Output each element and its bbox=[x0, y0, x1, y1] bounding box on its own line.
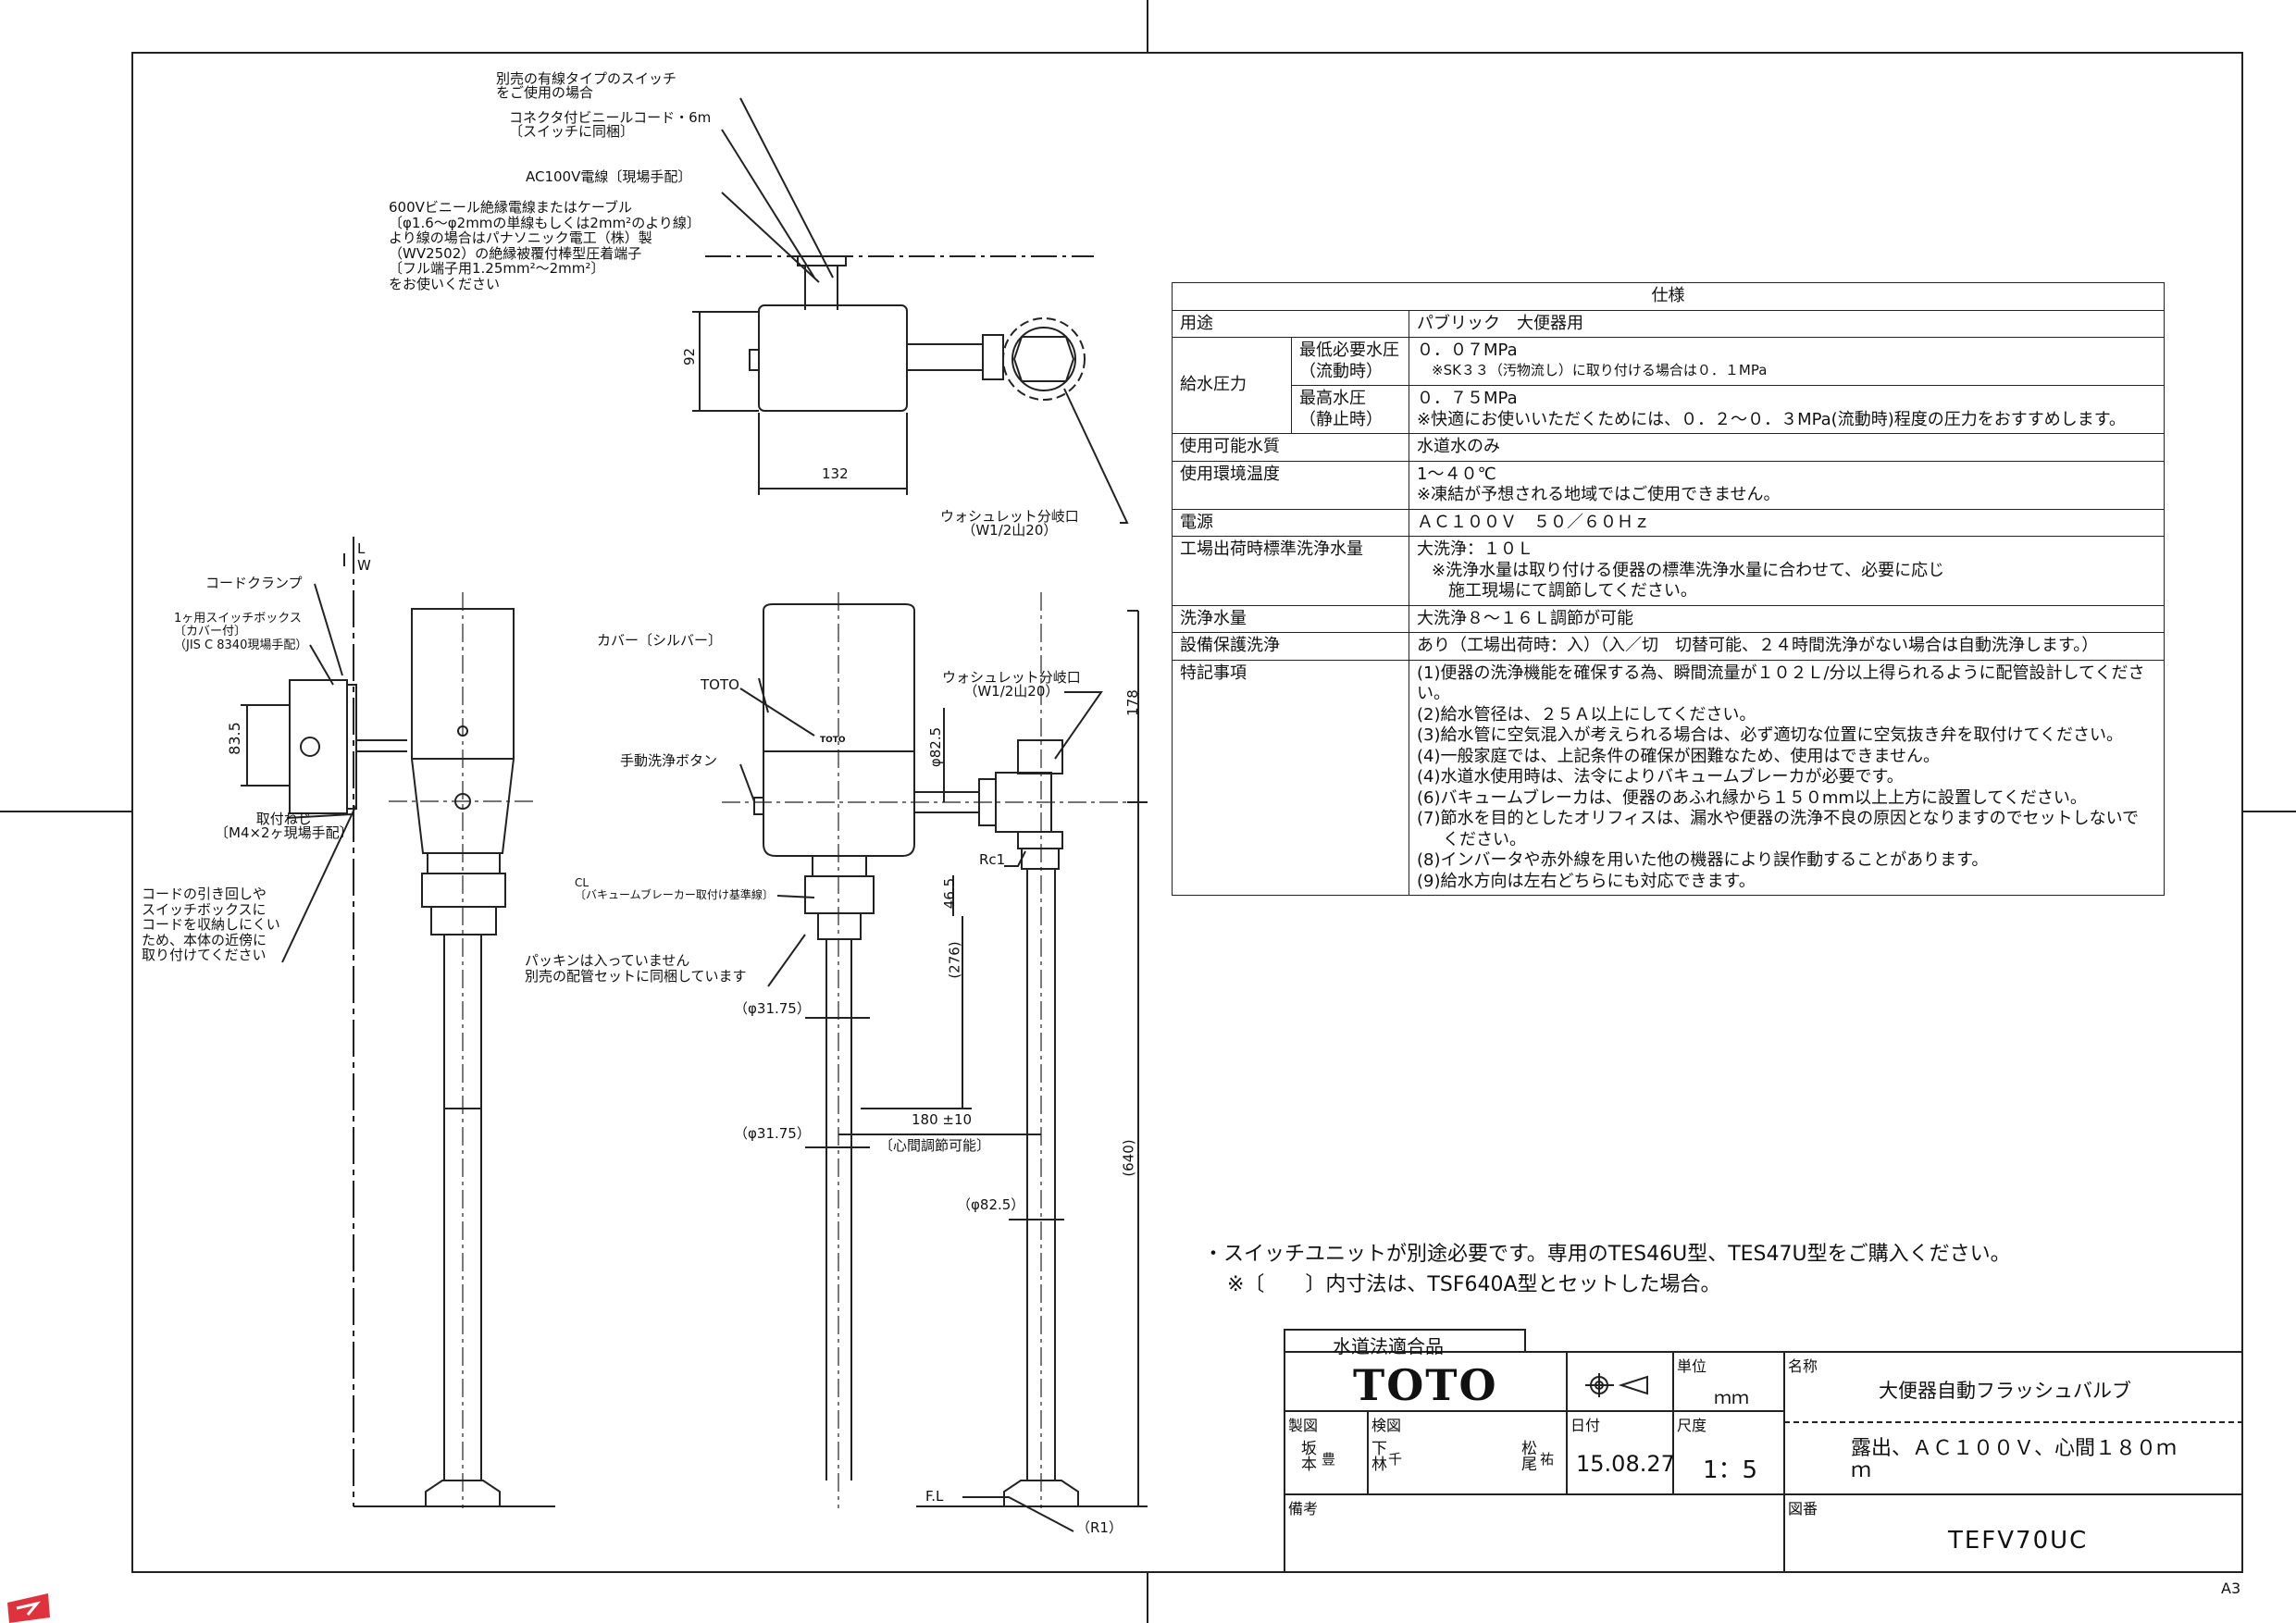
spec-water-value: 水道水のみ bbox=[1409, 433, 2165, 462]
callout-mount-screw: 取付ねじ〔M4×2ヶ現場手配〕 bbox=[215, 811, 354, 841]
spec-power-label: 電源 bbox=[1172, 508, 1409, 537]
spec-note-item: (6)バキュームブレーカは、便器のあふれ縁から１５０mm以上上方に設置してくださ… bbox=[1417, 787, 2087, 808]
spec-min-value: ０．０７MPa※SK３３（汚物流し）に取り付ける場合は０．１MPa bbox=[1409, 337, 2165, 386]
title-approve-stamp: 祐 bbox=[1540, 1451, 1555, 1468]
title-cert: 水道法適合品 bbox=[1333, 1335, 1444, 1357]
front-view bbox=[722, 592, 1148, 1532]
dim-276: (276) bbox=[946, 941, 963, 979]
product-logo: TOTO bbox=[820, 736, 846, 745]
dim-132: 132 bbox=[822, 465, 849, 482]
callout-manual-button: 手動洗浄ボタン bbox=[620, 752, 718, 769]
title-block-lines bbox=[1284, 1329, 2243, 1573]
dim-W: W bbox=[357, 557, 371, 574]
spec-notes-label: 特記事項 bbox=[1172, 659, 1409, 896]
dim-31-75-a: （φ31.75） bbox=[734, 1000, 811, 1017]
dim-180-note: 〔心間調節可能〕 bbox=[879, 1137, 991, 1154]
callout-cord: コネクタ付ビニールコード・6m〔スイッチに同梱〕 bbox=[509, 109, 712, 140]
dim-82-5-h: （φ82.5） bbox=[957, 1196, 1025, 1213]
toto-logo: TOTO bbox=[1353, 1360, 1498, 1410]
paper-size: A3 bbox=[2221, 1580, 2241, 1597]
spec-note-item: (2)給水管径は、２５Ａ以上にしてください。 bbox=[1417, 704, 1756, 725]
spec-note-item: (8)インバータや赤外線を用いた他の機器により誤作動することがあります。 bbox=[1417, 850, 1989, 870]
callout-ac-wire: AC100V電線〔現場手配〕 bbox=[526, 168, 692, 185]
spec-note-item: (4)水道水使用時は、法令によりバキュームブレーカが必要です。 bbox=[1417, 767, 1904, 787]
title-scale-value: 1：5 bbox=[1703, 1456, 1758, 1484]
dim-46-5: 46.5 bbox=[941, 877, 959, 910]
spec-protect-label: 設備保護洗浄 bbox=[1172, 632, 1409, 661]
callout-cl: CL〔バキュームブレーカー取付け基準線〕 bbox=[575, 876, 774, 902]
callout-r1: （R1） bbox=[1076, 1519, 1123, 1536]
title-check-label: 検図 bbox=[1371, 1417, 1402, 1434]
spec-factory-value: 大洗浄：１０Ｌ※洗浄水量は取り付ける便器の標準洗浄水量に合わせて、必要に応じ施工… bbox=[1409, 536, 2165, 606]
callout-washlet-top: ウォシュレット分岐口（W1/2山20） bbox=[940, 508, 1079, 539]
dim-L: L bbox=[357, 540, 366, 557]
title-date-value: 15.08.27 bbox=[1576, 1451, 1675, 1477]
title-drawing-no-label: 図番 bbox=[1788, 1500, 1818, 1518]
dim-31-75-b: （φ31.75） bbox=[734, 1125, 811, 1142]
spec-use-label: 用途 bbox=[1172, 309, 1409, 338]
spec-temp-value: 1～４０℃※凍結が予想される地域ではご使用できません。 bbox=[1409, 460, 2165, 510]
callout-cover: カバー〔シルバー〕 bbox=[597, 632, 723, 649]
callout-switch-note: 別売の有線タイプのスイッチをご使用の場合 bbox=[496, 70, 677, 101]
side-view bbox=[241, 537, 555, 1508]
dim-180: 180 ±10 bbox=[912, 1111, 973, 1128]
note-switch-unit: ・スイッチユニットが別途必要です。専用のTES46U型、TES47U型をご購入く… bbox=[1203, 1243, 2011, 1266]
title-name-label: 名称 bbox=[1788, 1357, 1818, 1375]
title-check-value: 下林 bbox=[1371, 1440, 1387, 1474]
spec-note-item: (3)給水管に空気混入が考えられる場合は、必ず適切な位置に空気抜き弁を取付けてく… bbox=[1417, 725, 2123, 745]
title-unit-value: ｍｍ bbox=[1714, 1388, 1750, 1408]
title-name-value: 大便器自動フラッシュバルブ bbox=[1879, 1380, 2131, 1402]
title-remarks-label: 備考 bbox=[1288, 1500, 1319, 1518]
spec-note-item: (7)節水を目的としたオリフィスは、漏水や便器の洗浄不良の原因となりますのでセッ… bbox=[1417, 809, 2140, 828]
spec-notes: (1)便器の洗浄機能を確保する為、瞬間流量が１０２Ｌ/分以上得られるように配管設… bbox=[1409, 659, 2165, 896]
title-drawn-stamp: 豊 bbox=[1322, 1451, 1336, 1468]
spec-pressure-label: 給水圧力 bbox=[1172, 337, 1292, 434]
title-drawn-label: 製図 bbox=[1288, 1417, 1319, 1434]
spec-factory-label: 工場出荷時標準洗浄水量 bbox=[1172, 536, 1409, 606]
spec-max-value: ０．７５MPa※快適にお使いいただくためには、０．２～０．３MPa(流動時)程度… bbox=[1409, 385, 2165, 434]
callout-switch-box: 1ヶ用スイッチボックス〔カバー付〕（JIS C 8340現場手配） bbox=[174, 612, 308, 652]
callout-cable: 600Vビニール絶縁電線またはケーブル〔φ1.6～φ2mmの単線もしくは2mm²… bbox=[389, 199, 701, 292]
spec-flush-label: 洗浄水量 bbox=[1172, 604, 1409, 633]
spec-note-item: (9)給水方向は左右どちらにも対応できます。 bbox=[1417, 871, 1756, 891]
spec-header: 仕様 bbox=[1172, 282, 2165, 311]
dim-92: 92 bbox=[681, 347, 699, 366]
title-check-stamp: 千 bbox=[1388, 1451, 1403, 1468]
callout-cord-route: コードの引き回しやスイッチボックスにコードを収納しにくいため、本体の近傍に取り付… bbox=[142, 886, 280, 963]
top-view bbox=[692, 97, 1129, 524]
spec-power-value: ＡＣ１００Ｖ ５０／６０Ｈｚ bbox=[1409, 508, 2165, 537]
callout-cord-clamp: コードクランプ bbox=[205, 575, 303, 591]
spec-min-label: 最低必要水圧（流動時） bbox=[1291, 337, 1409, 386]
title-date-label: 日付 bbox=[1570, 1417, 1601, 1434]
spec-temp-label: 使用環境温度 bbox=[1172, 460, 1409, 510]
title-scale-label: 尺度 bbox=[1677, 1417, 1707, 1434]
title-unit-label: 単位 bbox=[1677, 1357, 1707, 1375]
spec-water-label: 使用可能水質 bbox=[1172, 433, 1409, 462]
spec-note-item: (1)便器の洗浄機能を確保する為、瞬間流量が１０２Ｌ/分以上得られるように配管設… bbox=[1417, 663, 2145, 704]
title-drawn-value: 坂本 bbox=[1301, 1440, 1317, 1474]
dim-640: (640) bbox=[1120, 1139, 1137, 1177]
callout-fl: F.L bbox=[925, 1488, 944, 1505]
corner-logo-mark bbox=[7, 1593, 50, 1623]
spec-flush-value: 大洗浄８～１６Ｌ調節が可能 bbox=[1409, 604, 2165, 633]
callout-rc1: Rc1 bbox=[979, 851, 1006, 868]
callout-packing: パッキンは入っていません別売の配管セットに同梱しています bbox=[525, 952, 747, 985]
callout-toto: TOTO bbox=[701, 676, 739, 693]
spec-protect-value: あり（工場出荷時：入）（入／切 切替可能、２４時間洗浄がない場合は自動洗浄します… bbox=[1409, 632, 2165, 661]
callout-washlet-mid: ウォシュレット分岐口（W1/2山20） bbox=[942, 669, 1081, 700]
note-bracket-dims: ※〔 〕内寸法は、TSF640A型とセットした場合。 bbox=[1227, 1273, 1721, 1296]
dim-178: 178 bbox=[1123, 689, 1141, 716]
spec-max-label: 最高水圧（静止時） bbox=[1291, 385, 1409, 434]
dim-83-5: 83.5 bbox=[225, 722, 243, 755]
spec-table: 仕様 用途 パブリック 大便器用 給水圧力 最低必要水圧（流動時） ０．０７MP… bbox=[1172, 282, 2165, 896]
spec-note-item: ください。 bbox=[1443, 829, 1526, 849]
spec-use-value: パブリック 大便器用 bbox=[1409, 309, 2165, 338]
title-drawing-no: TEFV70UC bbox=[1948, 1527, 2089, 1555]
spec-note-item: (4)一般家庭では、上記条件の確保が困難なため、使用はできません。 bbox=[1417, 746, 1940, 766]
dim-82-5-v: φ82.5 bbox=[927, 726, 945, 768]
title-approve-value: 松尾 bbox=[1521, 1440, 1537, 1474]
